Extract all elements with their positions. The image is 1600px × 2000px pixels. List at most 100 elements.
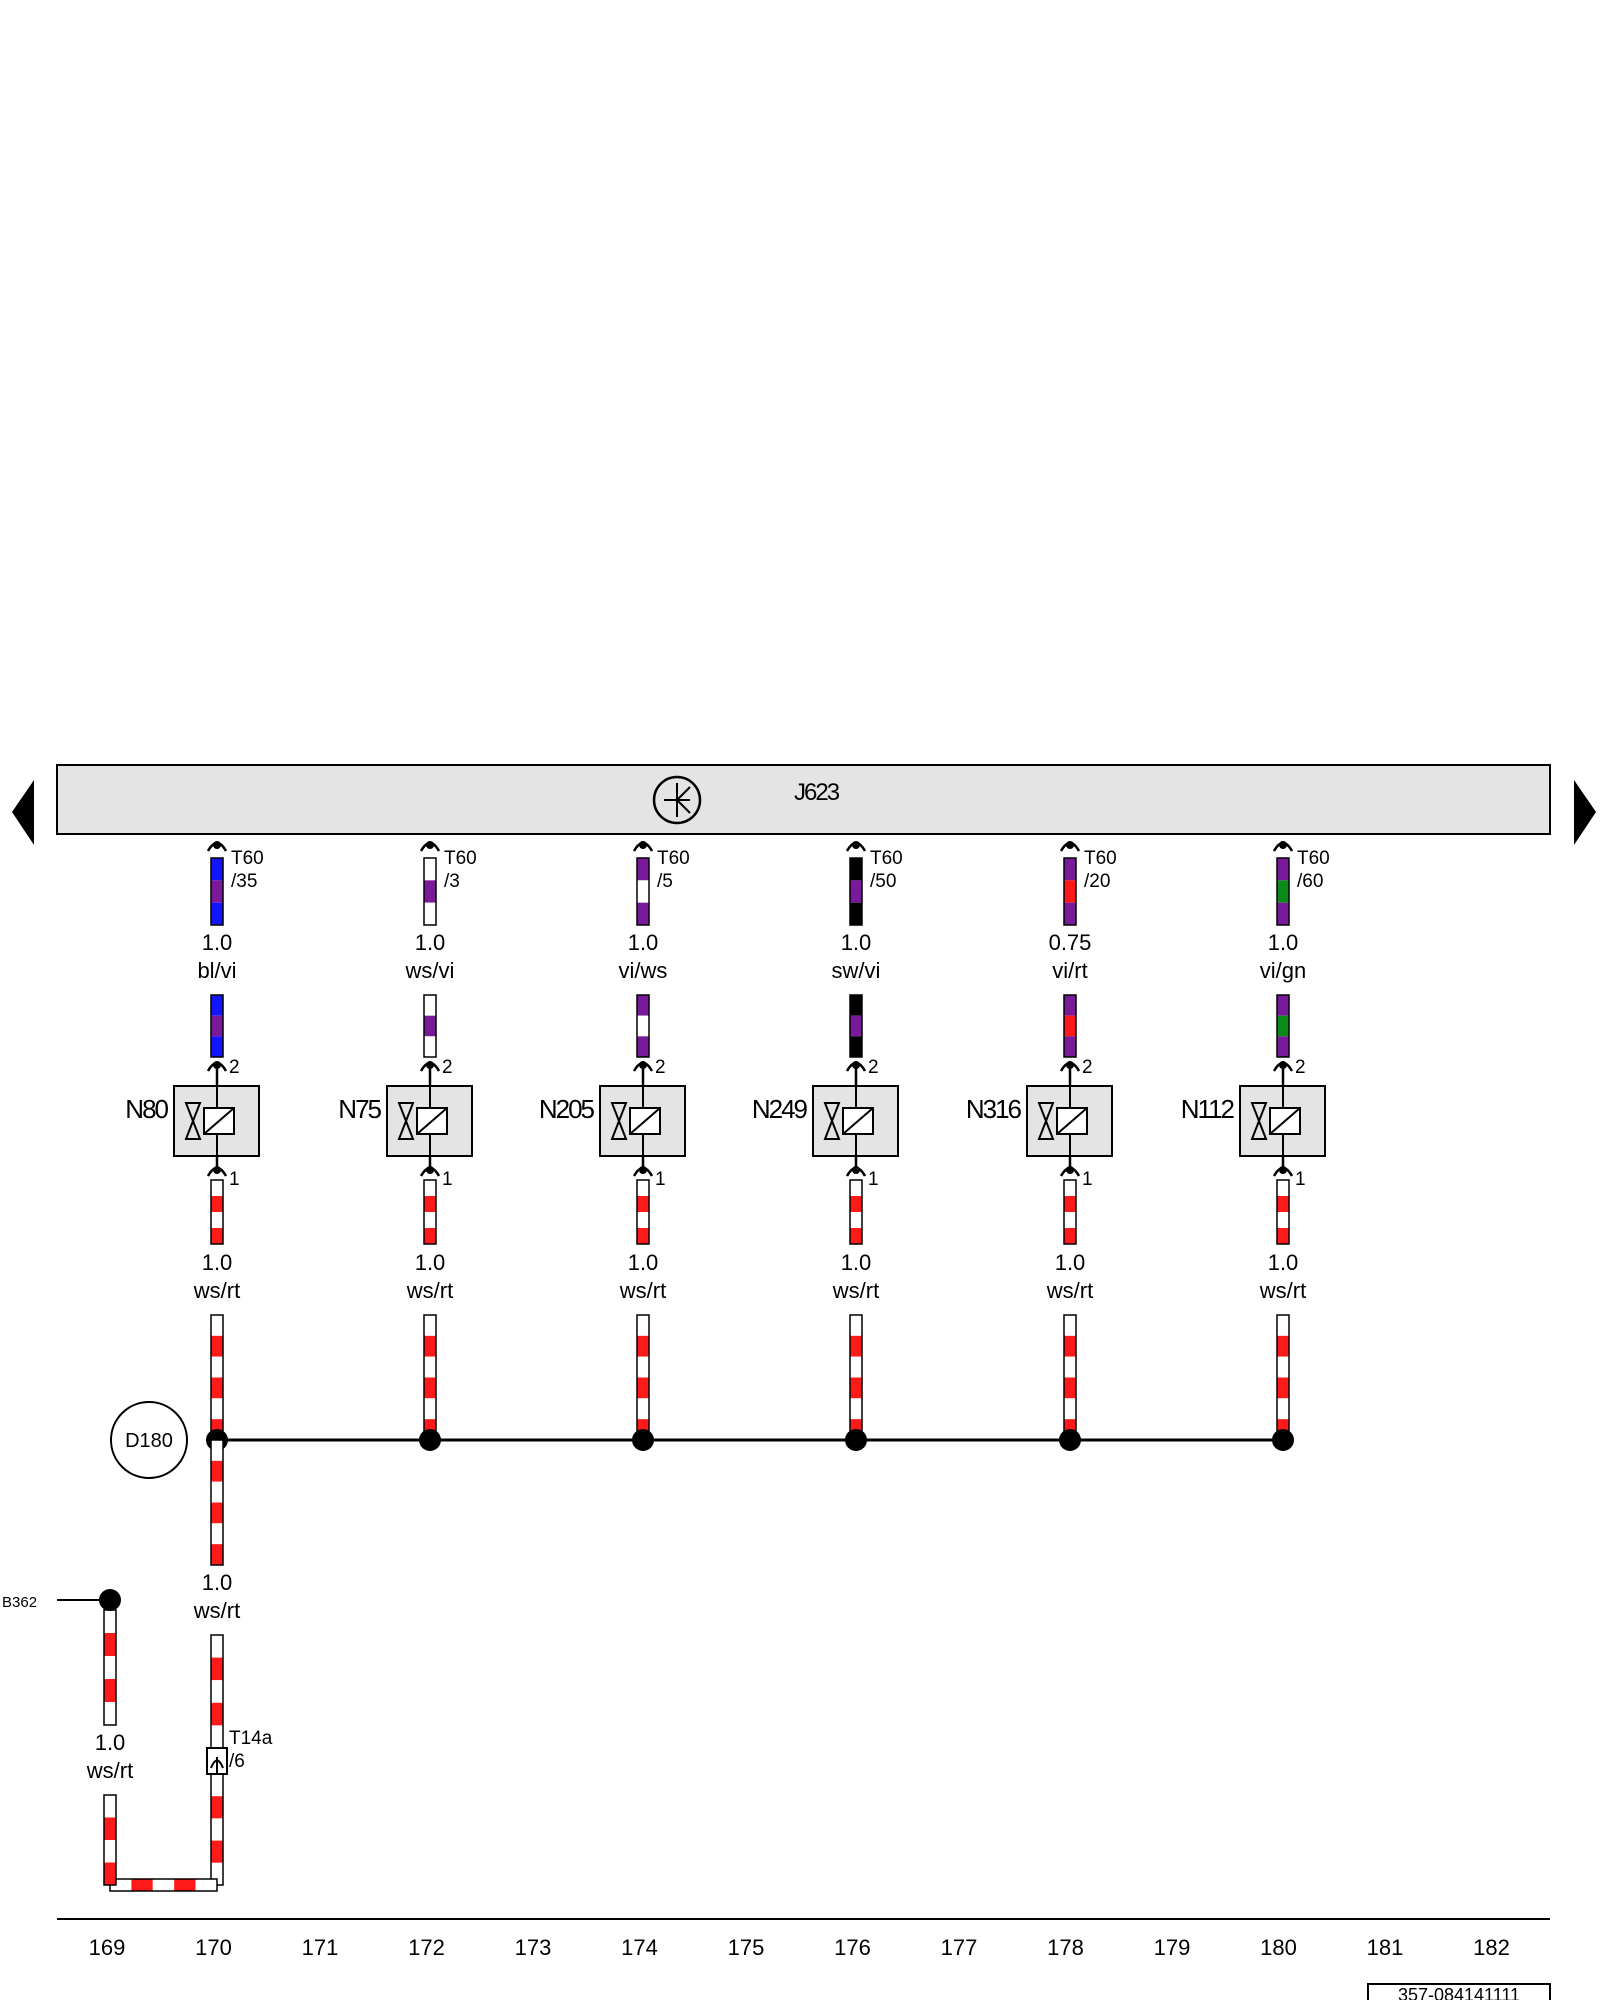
doc-number: 357-084141111 — [1398, 1985, 1520, 2000]
solenoid-pin-bottom-icon — [206, 1166, 228, 1177]
control-unit-symbol-icon — [652, 775, 702, 825]
column-number: 169 — [89, 1935, 126, 1960]
signal-wire-upper — [1276, 857, 1290, 926]
trunk-wire-color: ws/rt — [193, 1598, 240, 1623]
doc-number-box — [1367, 1983, 1551, 2000]
signal-wire-lower — [423, 994, 437, 1058]
column-number: 181 — [1367, 1935, 1404, 1960]
ground-wire-upper — [210, 1179, 224, 1245]
ground-wire-lower — [636, 1314, 650, 1441]
signal-wire-upper — [636, 857, 650, 926]
signal-wire-upper — [1063, 857, 1077, 926]
t14a-connector-pin: /6 — [229, 1751, 245, 1772]
ground-wire-lower — [210, 1314, 224, 1441]
solenoid-pin-bottom-icon — [845, 1166, 867, 1177]
wire-size: 1.0 — [1268, 930, 1299, 955]
ground-wire-color: ws/rt — [619, 1278, 666, 1303]
signal-wire-lower — [1063, 994, 1077, 1058]
connector-label: T60 — [1297, 848, 1330, 869]
ground-wire-lower — [849, 1314, 863, 1441]
connector-pin: /50 — [870, 871, 896, 892]
wire-size: 1.0 — [202, 930, 233, 955]
column-number: 172 — [408, 1935, 445, 1960]
solenoid-label: N75 — [338, 1094, 381, 1124]
ground-wire-lower — [1276, 1314, 1290, 1441]
ground-wire-upper — [636, 1179, 650, 1245]
solenoid-pin-bottom-icon — [419, 1166, 441, 1177]
column-number: 177 — [941, 1935, 978, 1960]
page-right-arrow-icon[interactable] — [1574, 780, 1596, 845]
solenoid-pin-bottom-icon — [1059, 1166, 1081, 1177]
ground-wire-size: 1.0 — [202, 1250, 233, 1275]
column-number: 178 — [1047, 1935, 1084, 1960]
signal-wire-lower — [210, 994, 224, 1058]
connector-pin-icon — [1059, 841, 1081, 852]
trunk-wires — [103, 1439, 224, 1892]
column-number: 179 — [1154, 1935, 1191, 1960]
return-wire-color: ws/rt — [86, 1758, 133, 1783]
connector-pin: /60 — [1297, 871, 1323, 892]
t14a-connector-icon — [206, 1747, 228, 1775]
wire-size: 1.0 — [628, 930, 659, 955]
ground-wire-color: ws/rt — [832, 1278, 879, 1303]
connector-label: T60 — [444, 848, 477, 869]
connector-pin-icon — [419, 841, 441, 852]
solenoid-pin-top: 2 — [229, 1057, 240, 1078]
connector-pin: /5 — [657, 871, 673, 892]
wire-size: 0.75 — [1049, 930, 1092, 955]
splice-label-circle: D180 — [110, 1401, 188, 1479]
ground-wire-color: ws/rt — [1046, 1278, 1093, 1303]
solenoid-valve-icon — [173, 1085, 260, 1157]
wire-size: 1.0 — [415, 930, 446, 955]
ground-wire-size: 1.0 — [841, 1250, 872, 1275]
ground-wire-lower — [1063, 1314, 1077, 1441]
ground-wire-upper — [423, 1179, 437, 1245]
solenoid-pin-bottom-icon — [1272, 1166, 1294, 1177]
return-wire-upper — [103, 1609, 117, 1726]
return-wire-bottom — [109, 1878, 218, 1892]
solenoid-pin-bottom: 1 — [229, 1169, 240, 1190]
solenoid-valve-icon — [812, 1085, 899, 1157]
t14a-connector-label: T14a — [229, 1728, 273, 1749]
trunk-wire-lower — [210, 1773, 224, 1886]
wire-color: sw/vi — [832, 958, 881, 983]
ground-wire-upper — [849, 1179, 863, 1245]
solenoid-pin-bottom: 1 — [1295, 1169, 1306, 1190]
column-number: 175 — [728, 1935, 765, 1960]
ground-wire-upper — [1276, 1179, 1290, 1245]
solenoid-valve-icon — [599, 1085, 686, 1157]
signal-wire-lower — [1276, 994, 1290, 1058]
ground-wire-size: 1.0 — [415, 1250, 446, 1275]
ground-wire-size: 1.0 — [1055, 1250, 1086, 1275]
column-number: 173 — [515, 1935, 552, 1960]
ground-wire-color: ws/rt — [193, 1278, 240, 1303]
connector-label: T60 — [231, 848, 264, 869]
solenoid-pin-top: 2 — [1295, 1057, 1306, 1078]
splice-label: D180 — [125, 1430, 173, 1452]
connector-pin: /35 — [231, 871, 257, 892]
signal-wire-lower — [636, 994, 650, 1058]
return-wire-lower — [103, 1794, 117, 1886]
return-label: B362 — [2, 1594, 37, 1611]
branches: T60/351.0bl/vi2N8011.0ws/rtT60/31.0ws/vi… — [125, 841, 1330, 1451]
column-number: 176 — [834, 1935, 871, 1960]
return-wire-size: 1.0 — [95, 1730, 126, 1755]
solenoid-pin-bottom: 1 — [1082, 1169, 1093, 1190]
connector-pin-icon — [845, 841, 867, 852]
solenoid-pin-bottom: 1 — [868, 1169, 879, 1190]
solenoid-pin-top: 2 — [655, 1057, 666, 1078]
page-left-arrow-icon[interactable] — [12, 780, 34, 845]
wire-color: vi/rt — [1052, 958, 1087, 983]
signal-wire-upper — [423, 857, 437, 926]
ground-wire-color: ws/rt — [1259, 1278, 1306, 1303]
trunk-wire-size: 1.0 — [202, 1570, 233, 1595]
wire-color: vi/ws — [619, 958, 668, 983]
solenoid-pin-top: 2 — [1082, 1057, 1093, 1078]
solenoid-valve-icon — [1239, 1085, 1326, 1157]
signal-wire-lower — [849, 994, 863, 1058]
column-number: 170 — [195, 1935, 232, 1960]
solenoid-valve-icon — [1026, 1085, 1113, 1157]
